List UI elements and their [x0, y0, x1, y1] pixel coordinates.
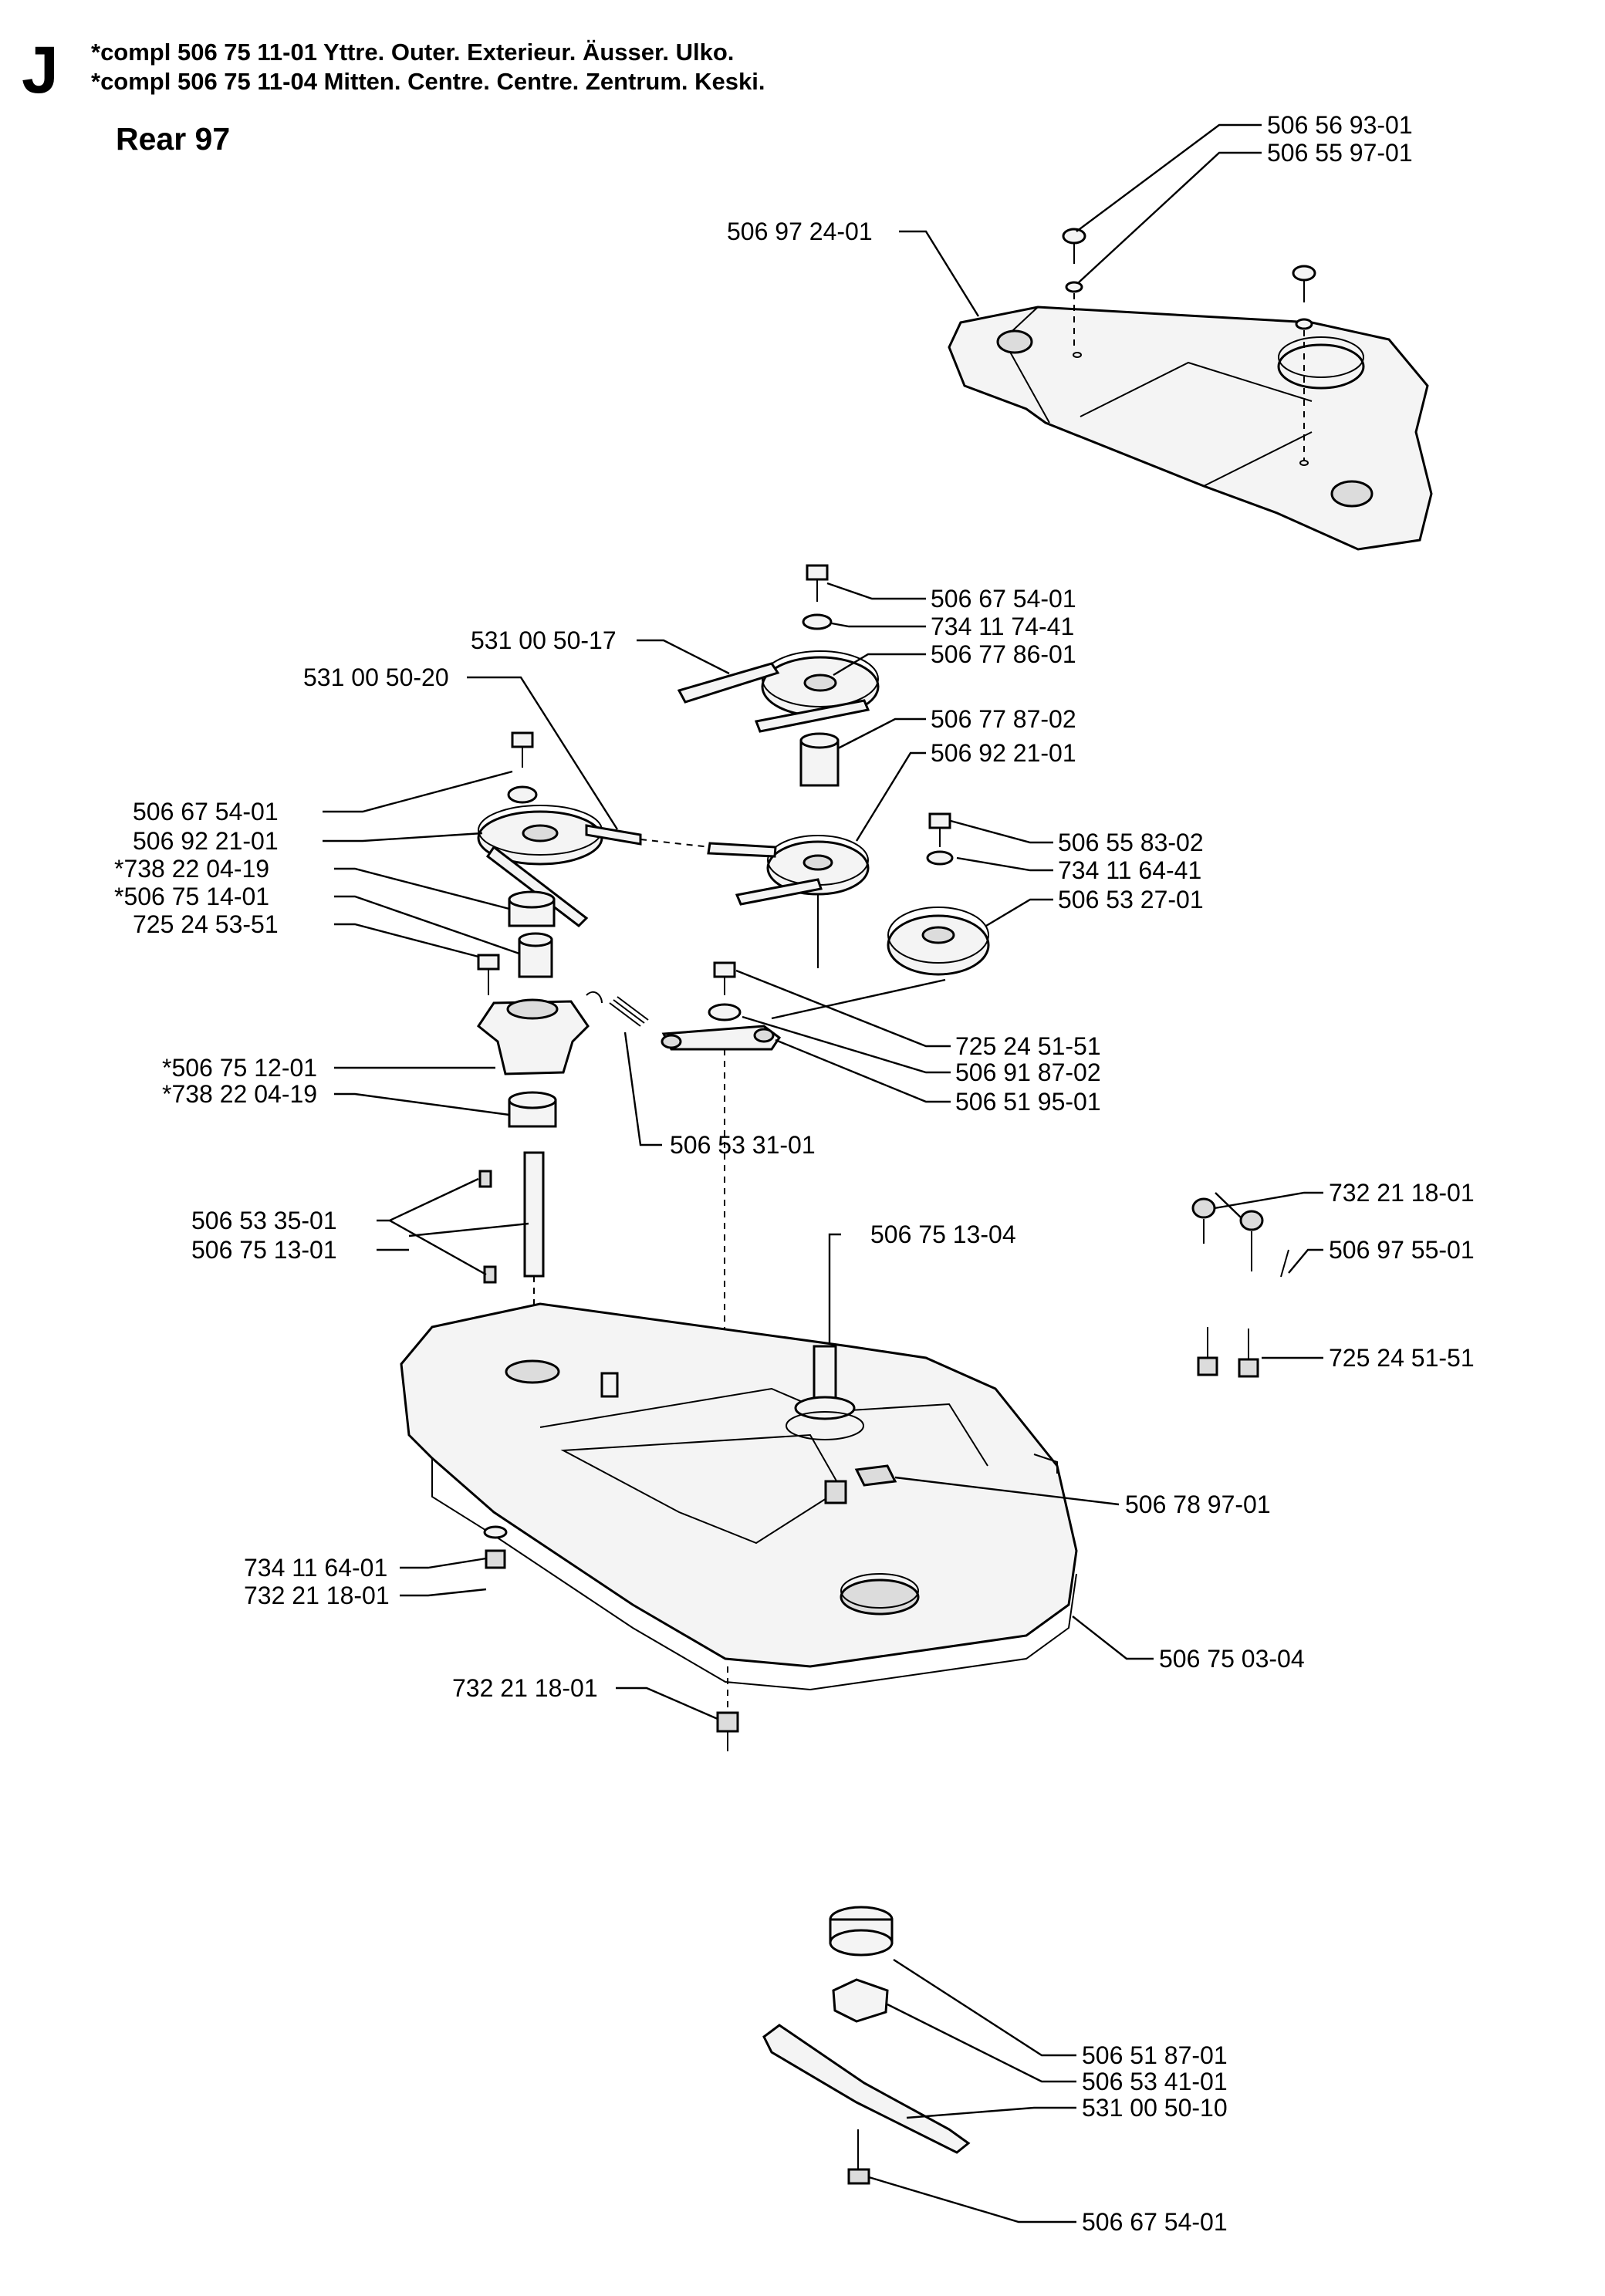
- bolt-left: [507, 731, 538, 804]
- label-732-21-18-01-b: 732 21 18-01: [244, 1582, 390, 1609]
- label-531-00-50-17: 531 00 50-17: [471, 626, 617, 654]
- label-506-53-31-01: 506 53 31-01: [670, 1131, 816, 1159]
- shaft-left: [478, 1151, 545, 1342]
- bolt-small-left: [477, 954, 500, 995]
- label-734-11-74-41: 734 11 74-41: [931, 613, 1074, 640]
- label-732-21-18-01-c: 732 21 18-01: [452, 1674, 598, 1702]
- washer-nut-under-deck: [483, 1525, 508, 1569]
- screw-top-right: [1292, 265, 1316, 461]
- center-spindle: [786, 1345, 864, 1440]
- bearing-left-upper: [508, 890, 556, 927]
- right-nuts: [1191, 1197, 1289, 1278]
- label-734-11-64-41: 734 11 64-41: [1058, 856, 1201, 884]
- label-506-97-55-01: 506 97 55-01: [1329, 1236, 1475, 1264]
- label-725-24-51-51-b: 725 24 51-51: [1329, 1344, 1475, 1372]
- label-506-91-87-02: 506 91 87-02: [955, 1059, 1101, 1086]
- label-531-00-50-20: 531 00 50-20: [303, 663, 449, 691]
- label-725-24-53-51: 725 24 53-51: [133, 910, 279, 938]
- bolt-upper-center: [802, 564, 833, 630]
- label-506-75-13-01: 506 75 13-01: [191, 1236, 337, 1264]
- part-number-labels: 506 56 93-01 506 55 97-01 506 97 24-01 5…: [114, 111, 1475, 2236]
- pulley-middle: [707, 835, 870, 968]
- screw-top-left: [1062, 228, 1086, 351]
- top-cover-part: [948, 306, 1433, 551]
- label-506-53-27-01: 506 53 27-01: [1058, 886, 1204, 913]
- blade-adapter: [832, 1978, 889, 2023]
- label-506-51-87-01: 506 51 87-01: [1082, 2041, 1228, 2069]
- header-line-outer: *compl 506 75 11-01 Yttre. Outer. Exteri…: [91, 39, 735, 66]
- label-506-78-97-01: 506 78 97-01: [1125, 1491, 1271, 1518]
- tension-spring: [586, 991, 649, 1027]
- label-734-11-64-01: 734 11 64-01: [244, 1554, 387, 1582]
- label-506-55-83-02: 506 55 83-02: [1058, 829, 1204, 856]
- label-506-92-21-01-b: 506 92 21-01: [133, 827, 279, 855]
- label-506-51-95-01: 506 51 95-01: [955, 1088, 1101, 1116]
- mower-deck: [400, 1302, 1078, 1691]
- label-732-21-18-01-a: 732 21 18-01: [1329, 1179, 1475, 1207]
- right-bolts: [1197, 1327, 1259, 1378]
- nut-bottom: [716, 1666, 739, 1751]
- bushing-left: [518, 932, 553, 978]
- label-738-22-04-19-a: *738 22 04-19: [114, 855, 269, 883]
- label-506-77-86-01: 506 77 86-01: [931, 640, 1076, 668]
- label-506-55-97-01: 506 55 97-01: [1267, 139, 1413, 167]
- idler-pulley: [887, 907, 990, 976]
- label-506-97-24-01: 506 97 24-01: [727, 218, 873, 245]
- section-letter: J: [22, 33, 59, 107]
- label-506-67-54-01-b: 506 67 54-01: [133, 798, 279, 826]
- label-506-75-03-04: 506 75 03-04: [1159, 1645, 1305, 1673]
- label-506-75-13-04: 506 75 13-04: [870, 1221, 1016, 1248]
- label-506-56-93-01: 506 56 93-01: [1267, 111, 1413, 139]
- label-506-75-14-01: *506 75 14-01: [114, 883, 269, 910]
- bearing-left-lower: [508, 1091, 557, 1128]
- blade-hub: [829, 1906, 894, 1957]
- spacer-sleeve: [799, 732, 840, 787]
- label-531-00-50-10: 531 00 50-10: [1082, 2094, 1228, 2122]
- header-line-centre: *compl 506 75 11-04 Mitten. Centre. Cent…: [91, 68, 765, 95]
- pulley-left: [477, 805, 711, 927]
- tension-arm: [661, 1025, 782, 1051]
- label-506-67-54-01-a: 506 67 54-01: [931, 585, 1076, 613]
- spindle-housing: [476, 998, 590, 1075]
- label-506-53-35-01: 506 53 35-01: [191, 1207, 337, 1234]
- blade-bolt: [847, 2129, 870, 2185]
- label-506-75-12-01: *506 75 12-01: [162, 1054, 317, 1082]
- label-738-22-04-19-b: *738 22 04-19: [162, 1080, 317, 1108]
- label-506-77-87-02: 506 77 87-02: [931, 705, 1076, 733]
- mower-blade: [762, 2024, 971, 2154]
- leader-lines: [323, 123, 1323, 2223]
- label-506-92-21-01-a: 506 92 21-01: [931, 739, 1076, 767]
- label-506-67-54-01-c: 506 67 54-01: [1082, 2208, 1228, 2236]
- bolt-idler: [926, 812, 954, 866]
- label-725-24-51-51-a: 725 24 51-51: [955, 1032, 1101, 1060]
- diagram-title: Rear 97: [116, 121, 231, 157]
- pulley-upper: [677, 650, 880, 733]
- label-506-53-41-01: 506 53 41-01: [1082, 2068, 1228, 2095]
